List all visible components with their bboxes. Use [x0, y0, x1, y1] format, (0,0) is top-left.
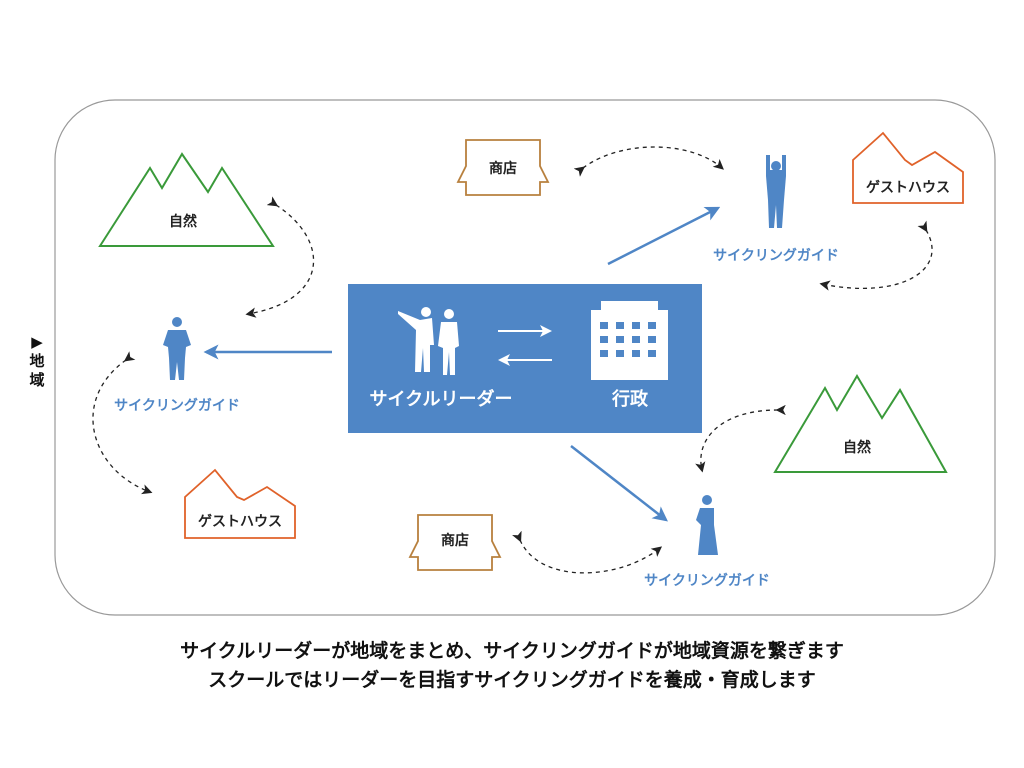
building-icon	[591, 301, 668, 380]
arrow-to-guide-bottom	[570, 445, 668, 522]
guide-label: サイクリングガイド	[114, 398, 240, 414]
guide-figure-icon	[696, 495, 718, 555]
shop-icon	[408, 514, 502, 571]
guesthouse-label: ゲストハウス	[198, 514, 282, 530]
shop-label: 商店	[441, 533, 469, 549]
arrow-to-guide-top-right	[607, 206, 721, 266]
mountain-icon	[98, 152, 275, 247]
guide-label: サイクリングガイド	[644, 573, 770, 589]
guide-figure-icon	[766, 155, 786, 228]
nature-label: 自然	[169, 214, 197, 230]
region-border	[54, 99, 996, 616]
guesthouse-icon	[852, 131, 964, 204]
leaders-icon	[398, 307, 459, 375]
shop-icon	[456, 139, 550, 196]
region-label: ▶地域	[29, 333, 45, 389]
government-label: 行政	[612, 389, 648, 410]
shop-label: 商店	[489, 161, 517, 177]
caption-line-2: スクールではリーダーを目指すサイクリングガイドを養成・育成します	[208, 669, 816, 691]
guesthouse-icon	[184, 468, 296, 539]
guide-figure-icon	[163, 317, 191, 380]
guesthouse-label: ゲストハウス	[866, 180, 950, 196]
nature-label: 自然	[843, 440, 871, 456]
guide-label: サイクリングガイド	[713, 248, 839, 264]
mountain-icon	[773, 374, 948, 473]
leader-label: サイクルリーダー	[369, 389, 513, 410]
caption-line-1: サイクルリーダーが地域をまとめ、サイクリングガイドが地域資源を繋ぎます	[180, 640, 844, 662]
connection-lines	[92, 146, 933, 574]
